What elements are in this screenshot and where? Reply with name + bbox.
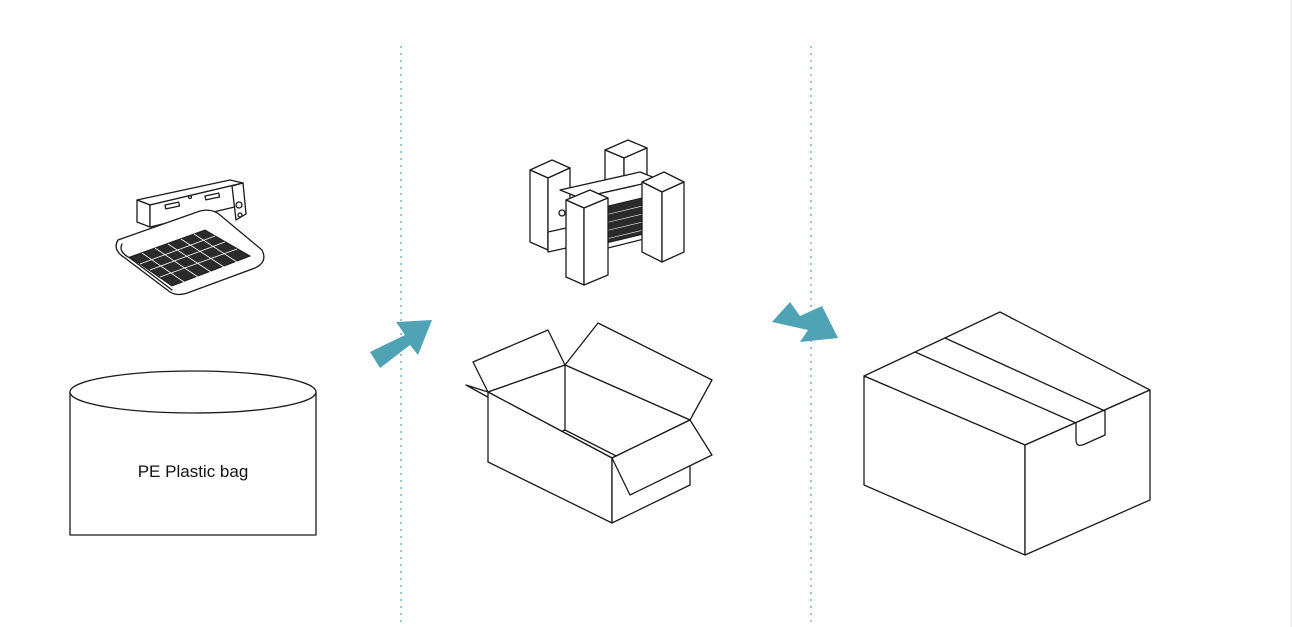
led-light-fixture-icon [115, 179, 265, 296]
pe-plastic-bag-label: PE Plastic bag [137, 462, 249, 481]
open-carton-box [465, 322, 713, 524]
fixture-with-foam-corners-icon [529, 139, 685, 286]
arrow-icon-1 [370, 320, 432, 368]
pe-plastic-bag [69, 370, 317, 536]
closed-taped-carton-box [863, 311, 1151, 556]
arrow-icon-2 [772, 302, 838, 342]
